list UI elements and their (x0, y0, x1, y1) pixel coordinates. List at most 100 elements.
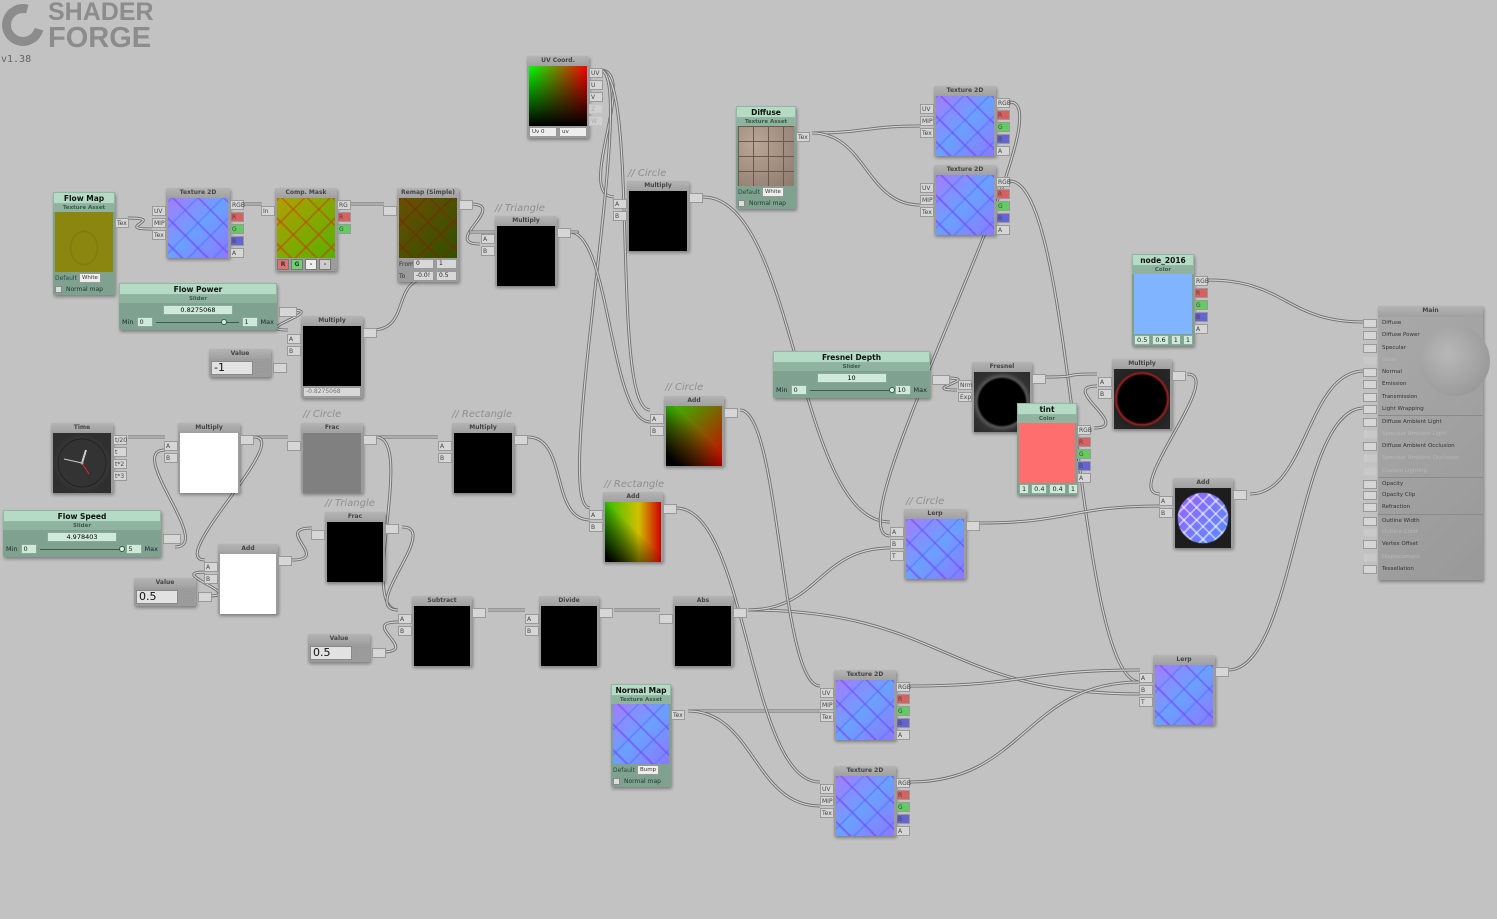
slider-knob[interactable] (119, 545, 126, 552)
channel-button-2[interactable]: - (305, 259, 317, 270)
input-port-a[interactable]: A (438, 441, 452, 451)
input-port[interactable] (1363, 331, 1377, 341)
output-port[interactable] (273, 363, 287, 373)
default-dropdown[interactable]: White (761, 187, 784, 197)
uv-select-0[interactable]: Uv 0 (529, 127, 557, 137)
main-input-opacity-clip[interactable]: Opacity Clip (1363, 489, 1483, 501)
input-port-a[interactable]: A (525, 614, 539, 624)
main-input-emission[interactable]: Emission (1363, 378, 1483, 390)
input-port-nrm[interactable]: Nrm (958, 380, 973, 390)
input-port[interactable] (1363, 368, 1377, 378)
input-port-tex[interactable]: Tex (152, 230, 166, 240)
output-port-tex[interactable]: Tex (671, 710, 685, 720)
output-port-b[interactable]: B (1194, 312, 1208, 322)
slider-track[interactable] (809, 386, 895, 393)
input-port-b[interactable]: B (1159, 508, 1173, 518)
input-port[interactable] (1363, 466, 1377, 476)
value-field[interactable]: 0.5 (310, 646, 352, 660)
normal-map-checkbox[interactable] (55, 286, 62, 293)
input-port-tex[interactable]: Tex (820, 712, 834, 722)
output-port-rgb[interactable]: RGB (996, 177, 1011, 187)
node-value-neg1[interactable]: Value-1 (209, 349, 287, 377)
output-port-r[interactable]: R (230, 212, 244, 222)
output-port-t*3[interactable]: t*3 (113, 471, 127, 481)
output-port-z[interactable]: Z (589, 104, 603, 114)
output-port-out[interactable] (966, 521, 980, 531)
input-port-a[interactable]: A (287, 334, 301, 344)
input-port-b[interactable]: B (525, 626, 539, 636)
output-port-b[interactable]: B (230, 236, 244, 246)
color-channel-2[interactable]: 1 (1170, 335, 1181, 345)
color-channel-0[interactable]: 1 (1019, 484, 1030, 494)
channel-button-3[interactable]: - (319, 259, 331, 270)
main-input-specular[interactable]: Specular (1363, 342, 1483, 354)
from-min[interactable]: 0 (413, 259, 434, 269)
input-port-t[interactable]: T (1139, 697, 1153, 707)
main-input-diffuse-power[interactable]: Diffuse Power (1363, 329, 1483, 341)
output-port-a[interactable]: A (230, 248, 244, 258)
main-input-outline-color[interactable]: Outline Color (1363, 526, 1483, 538)
output-port-r[interactable]: R (896, 790, 910, 800)
output-port-r[interactable]: R (996, 189, 1010, 199)
main-input-refraction[interactable]: Refraction (1363, 501, 1483, 513)
input-port-a[interactable]: A (613, 199, 627, 209)
output-port-out[interactable] (599, 608, 613, 618)
output-port-b[interactable]: B (1077, 461, 1091, 471)
max-field[interactable]: 1 (241, 317, 258, 327)
main-input-opacity[interactable]: Opacity (1363, 476, 1483, 489)
input-port-mip[interactable]: MIP (920, 195, 934, 205)
normal-map-checkbox[interactable] (738, 200, 745, 207)
value-field[interactable]: 0.5 (136, 590, 178, 604)
output-port[interactable] (372, 648, 386, 658)
output-port-out[interactable] (1233, 490, 1247, 500)
output-port-g[interactable]: G (996, 122, 1010, 132)
input-port-in[interactable]: In (261, 206, 275, 216)
input-port-tex[interactable]: Tex (820, 808, 834, 818)
input-port-uv[interactable]: UV (920, 183, 934, 193)
min-field[interactable]: 0 (790, 385, 807, 395)
output-port-v[interactable]: V (589, 92, 603, 102)
input-port-a[interactable]: A (481, 234, 495, 244)
output-port-b[interactable]: B (996, 134, 1010, 144)
input-port[interactable] (1363, 454, 1377, 464)
input-port-uv[interactable]: UV (820, 688, 834, 698)
main-input-custom-lighting[interactable]: Custom Lighting (1363, 465, 1483, 477)
color-picker-grid-icon[interactable] (354, 647, 368, 659)
input-port-tex[interactable]: Tex (920, 128, 934, 138)
normal-map-checkbox[interactable] (613, 778, 620, 785)
main-input-specular-ambient-occlusion[interactable]: Specular Ambient Occlusion (1363, 452, 1483, 464)
output-port-rgb[interactable]: RGB (996, 98, 1011, 108)
output-port-out[interactable] (459, 200, 473, 210)
input-port-a[interactable]: A (650, 414, 664, 424)
color-picker-grid-icon[interactable] (180, 591, 194, 603)
output-port-r[interactable]: R (337, 212, 351, 222)
input-port[interactable] (1363, 355, 1377, 365)
main-input-light-wrapping[interactable]: Light Wrapping (1363, 403, 1483, 415)
input-port[interactable] (1363, 528, 1377, 538)
input-port-a[interactable]: A (164, 441, 178, 451)
to-min[interactable]: -0.0! (413, 271, 434, 281)
input-port-t[interactable]: T (890, 551, 904, 561)
input-port-b[interactable]: B (890, 539, 904, 549)
input-port-in[interactable] (659, 614, 673, 624)
default-dropdown[interactable]: Bump (636, 765, 660, 775)
color-channel-3[interactable]: 1 (1067, 484, 1078, 494)
output-port-out[interactable] (278, 556, 292, 566)
input-port-b[interactable]: B (398, 626, 412, 636)
color-channel-0[interactable]: 0.5 (1134, 335, 1151, 345)
input-port-a[interactable]: A (398, 614, 412, 624)
main-input-transmission[interactable]: Transmission (1363, 391, 1483, 403)
